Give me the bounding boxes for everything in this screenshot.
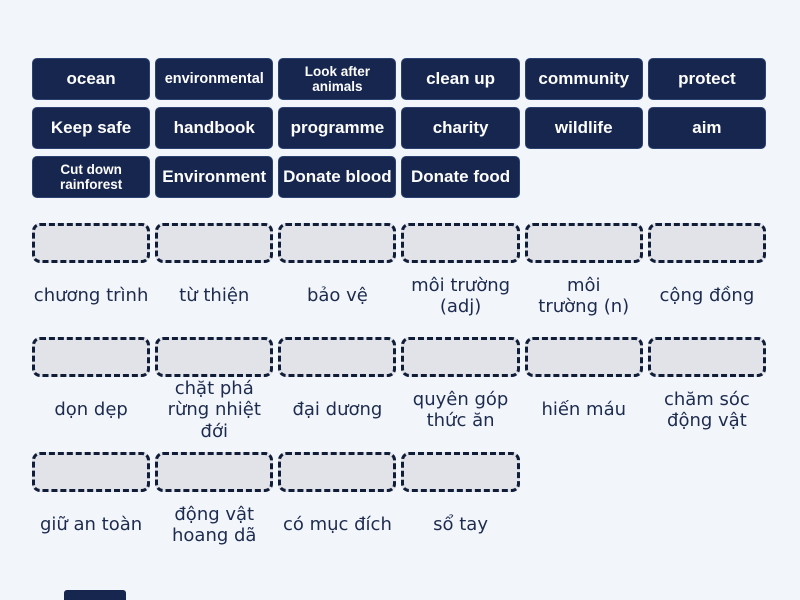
- answer-label: giữ an toàn: [39, 514, 143, 536]
- partial-bottom-tile: [64, 590, 126, 600]
- answer-cell: sổ tay: [401, 452, 520, 548]
- answer-cell: giữ an toàn: [32, 452, 151, 548]
- answer-cell: cộng đồng: [647, 223, 766, 319]
- answer-label: môi trường (n): [538, 274, 630, 317]
- answer-cell: chương trình: [32, 223, 151, 319]
- drop-slot[interactable]: [401, 337, 520, 377]
- answer-row-2: dọn dẹp chặt phá rừng nhiệt đới đại dươn…: [32, 337, 766, 442]
- drop-slot[interactable]: [32, 337, 151, 377]
- answer-label: đại dương: [292, 399, 383, 421]
- answer-row-3: giữ an toàn động vật hoang dã có mục đíc…: [32, 452, 766, 548]
- answer-cell: đại dương: [278, 337, 397, 433]
- word-tile-environmental[interactable]: environmental: [155, 58, 274, 100]
- answer-label: quyên góp thức ăn: [412, 388, 509, 431]
- answer-cell: động vật hoang dã: [155, 452, 274, 548]
- drop-slot[interactable]: [401, 452, 520, 492]
- drop-slot[interactable]: [32, 223, 151, 263]
- word-tile-charity[interactable]: charity: [401, 107, 520, 149]
- word-tiles-grid: ocean environmental Look after animals c…: [32, 58, 766, 198]
- answer-label: có mục đích: [282, 514, 392, 536]
- drop-slot[interactable]: [278, 223, 397, 263]
- word-tile-look-after-animals[interactable]: Look after animals: [278, 58, 397, 100]
- answer-cell: bảo vệ: [278, 223, 397, 319]
- answer-label: động vật hoang dã: [172, 503, 257, 546]
- answer-label: chặt phá rừng nhiệt đới: [167, 378, 261, 442]
- answer-cell: chăm sóc động vật: [647, 337, 766, 433]
- word-tile-donate-blood[interactable]: Donate blood: [278, 156, 397, 198]
- drop-slot[interactable]: [278, 452, 397, 492]
- drop-slot[interactable]: [401, 223, 520, 263]
- drop-slot[interactable]: [278, 337, 397, 377]
- answer-label: sổ tay: [433, 514, 488, 536]
- answer-cell: chặt phá rừng nhiệt đới: [155, 337, 274, 442]
- word-tile-community[interactable]: community: [524, 58, 643, 100]
- drop-slot[interactable]: [32, 452, 151, 492]
- answer-cell: môi trường (adj): [401, 223, 520, 319]
- word-tile-programme[interactable]: programme: [278, 107, 397, 149]
- answer-label: chăm sóc động vật: [663, 388, 750, 431]
- answer-cell: môi trường (n): [524, 223, 643, 319]
- answer-cell: có mục đích: [278, 452, 397, 548]
- answer-cell: dọn dẹp: [32, 337, 151, 433]
- drop-slot[interactable]: [524, 223, 643, 263]
- answer-label: dọn dẹp: [54, 399, 128, 421]
- answer-label: bảo vệ: [306, 285, 368, 307]
- word-tile-donate-food[interactable]: Donate food: [401, 156, 520, 198]
- drop-slot[interactable]: [155, 223, 274, 263]
- word-tile-cut-down-rainforest[interactable]: Cut down rainforest: [32, 156, 151, 198]
- answer-cell: từ thiện: [155, 223, 274, 319]
- drop-slot[interactable]: [524, 337, 643, 377]
- word-tile-protect[interactable]: protect: [647, 58, 766, 100]
- word-tile-aim[interactable]: aim: [647, 107, 766, 149]
- answer-cell: hiến máu: [524, 337, 643, 433]
- word-tile-keep-safe[interactable]: Keep safe: [32, 107, 151, 149]
- answer-label: hiến máu: [541, 399, 627, 421]
- answer-label: từ thiện: [179, 285, 250, 307]
- drop-slot[interactable]: [647, 223, 766, 263]
- answer-cell: quyên góp thức ăn: [401, 337, 520, 433]
- word-tile-handbook[interactable]: handbook: [155, 107, 274, 149]
- drop-slot[interactable]: [155, 452, 274, 492]
- word-tile-clean-up[interactable]: clean up: [401, 58, 520, 100]
- answer-label: môi trường (adj): [411, 274, 511, 317]
- answer-label: cộng đồng: [659, 285, 755, 307]
- word-tile-wildlife[interactable]: wildlife: [524, 107, 643, 149]
- answer-label: chương trình: [33, 285, 149, 307]
- drop-slot[interactable]: [647, 337, 766, 377]
- answer-row-1: chương trình từ thiện bảo vệ môi trường …: [32, 223, 766, 319]
- word-tile-ocean[interactable]: ocean: [32, 58, 151, 100]
- drop-slot[interactable]: [155, 337, 274, 377]
- word-tile-environment[interactable]: Environment: [155, 156, 274, 198]
